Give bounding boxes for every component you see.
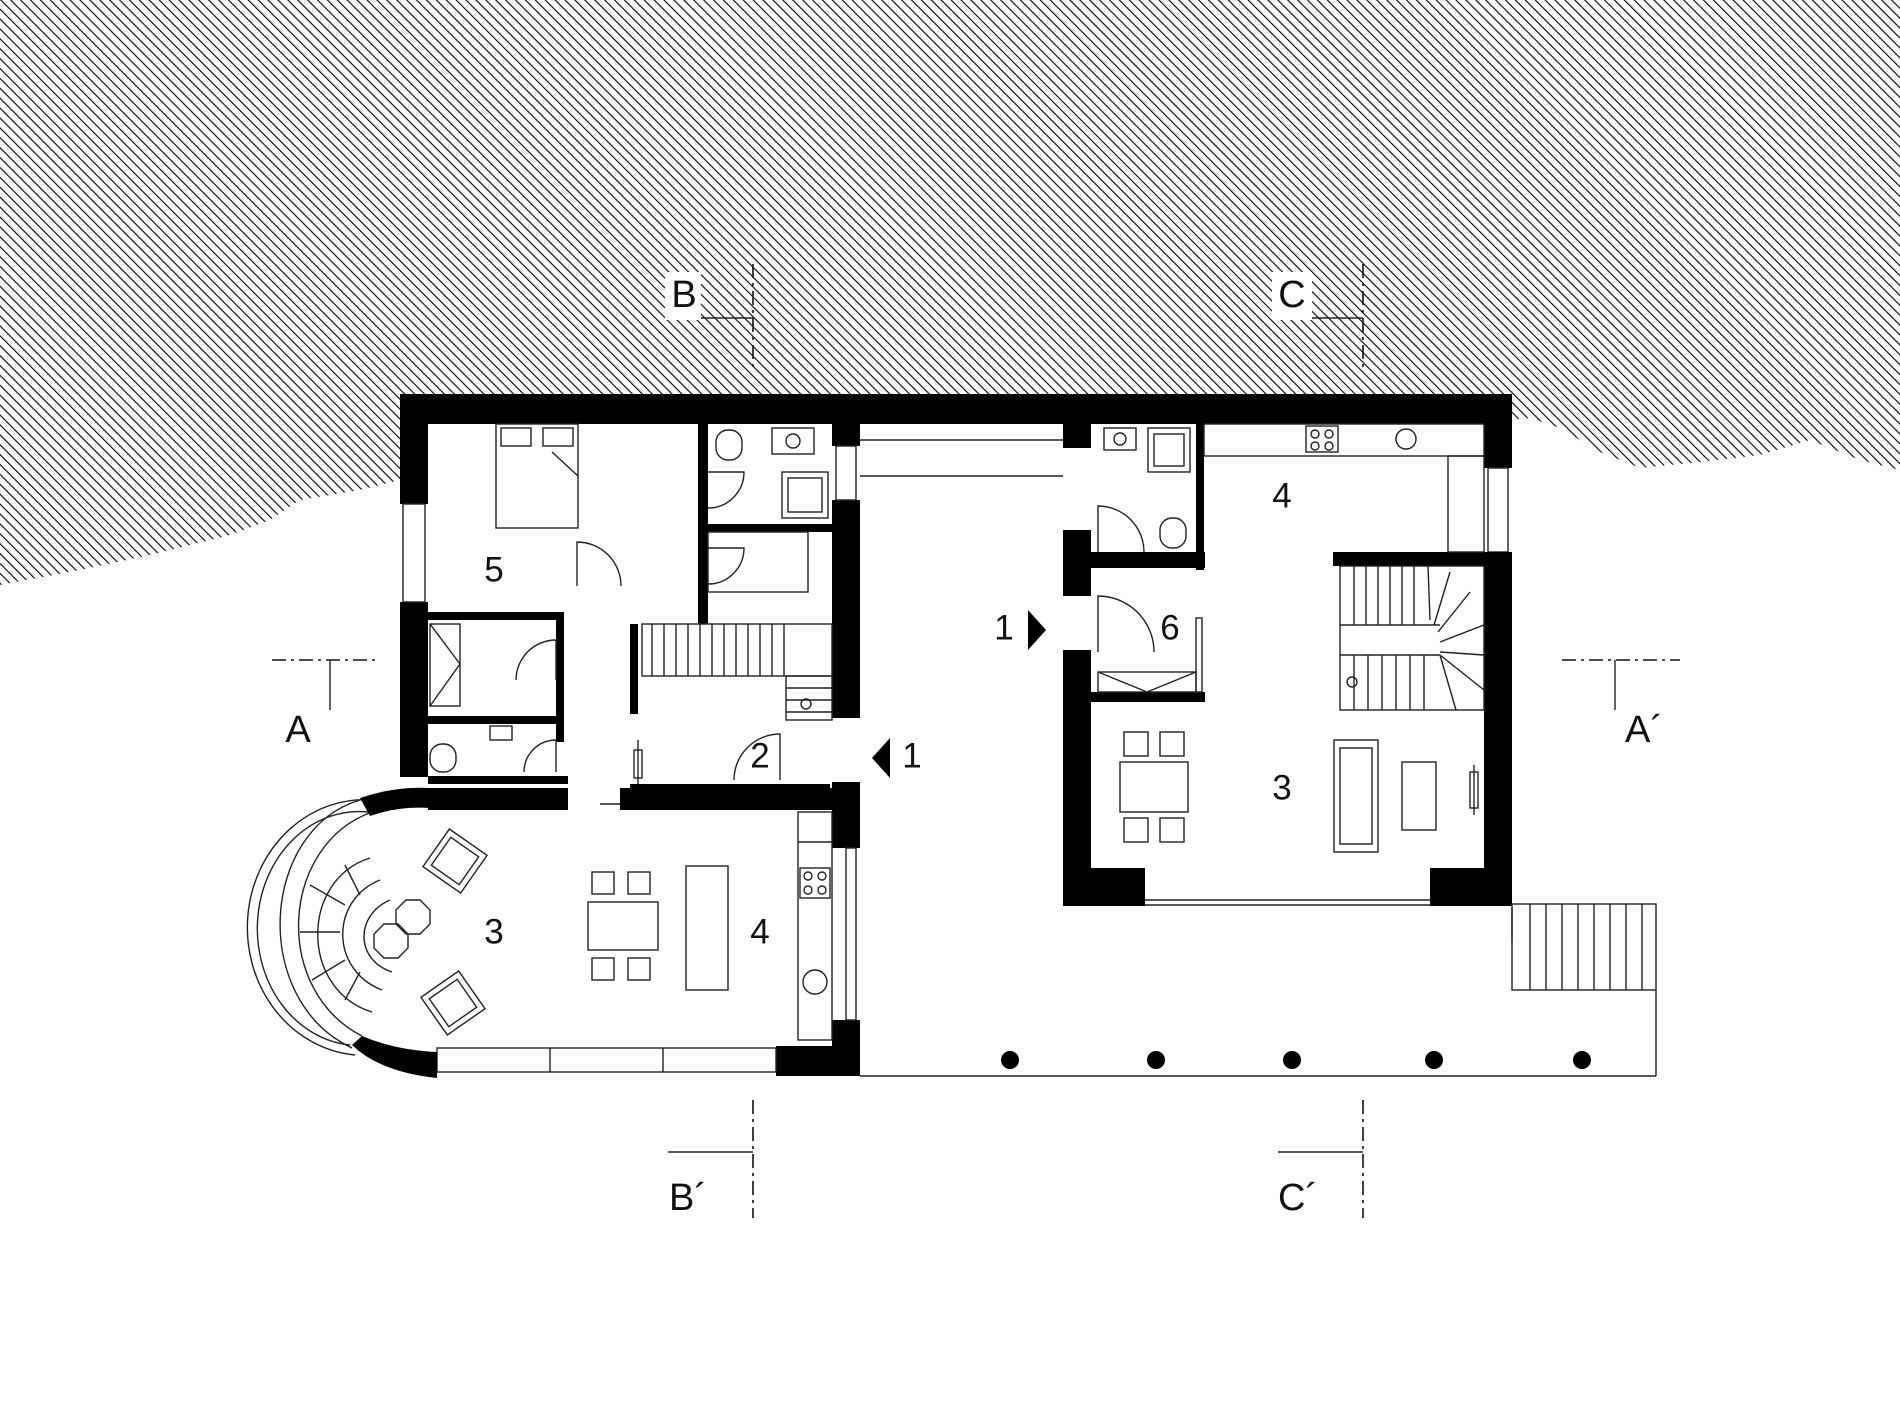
entrance-arrow-east [1028,610,1046,650]
terrain-hatch [0,0,1900,585]
room-label-east-living: 3 [1272,769,1291,808]
section-label-b-prime: B´ [669,1177,707,1219]
section-label-c-prime: C´ [1278,1177,1318,1219]
room-label-east-kitchen: 4 [1272,477,1291,516]
courtyard [860,439,1657,1077]
section-label-a: A [285,709,311,751]
room-label-west-living: 3 [484,913,503,952]
room-label-west-kitchen: 4 [750,913,769,952]
west-house [246,394,1512,1078]
room-label-west-hall: 2 [750,737,769,776]
section-lines [272,264,1680,1218]
east-living-furniture [1119,731,1479,853]
column-marker [1425,1051,1443,1069]
column-marker [1573,1051,1591,1069]
west-stair [641,623,833,721]
entrance-arrow-west [872,738,890,778]
room-label-east-room: 6 [1160,609,1179,648]
east-stair [1339,565,1485,711]
entrance-label-west: 1 [902,737,921,776]
entrance-label-east: 1 [994,609,1013,648]
section-label-a-prime: A´ [1625,709,1663,751]
column-marker [1283,1051,1301,1069]
column-marker [1147,1051,1165,1069]
east-house [1063,394,1512,906]
room-label-west-bedroom: 5 [484,551,503,590]
section-label-b: B [671,274,696,316]
west-living-furniture [300,811,833,1041]
section-label-c: C [1278,274,1305,316]
column-marker [1001,1051,1019,1069]
